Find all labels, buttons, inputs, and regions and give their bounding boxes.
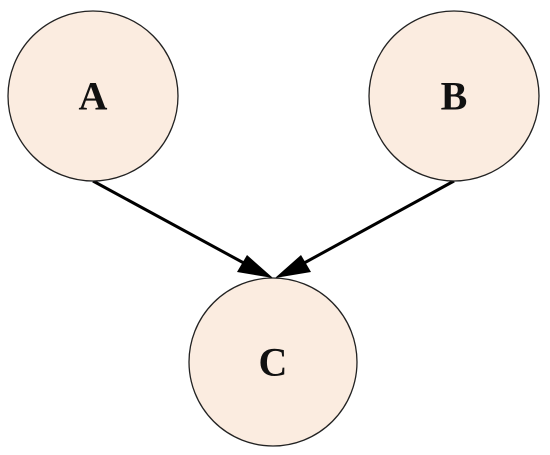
node-a-circle [7,10,179,182]
nodes: A B C [7,10,540,447]
edge-b-to-c-line [294,179,455,270]
edge-b-to-c [275,179,455,278]
node-a: A [7,10,179,182]
node-b-label: B [441,74,468,119]
node-b-circle [368,10,540,182]
node-b: B [368,10,540,182]
node-c: C [188,277,358,447]
edge-a-to-c-arrowhead [237,255,273,278]
edges [92,179,455,278]
node-a-label: A [79,74,108,119]
node-c-label: C [259,340,288,385]
node-c-circle [188,277,358,447]
edge-a-to-c-line [92,179,254,270]
edge-a-to-c [92,179,273,278]
edge-b-to-c-arrowhead [275,255,311,278]
